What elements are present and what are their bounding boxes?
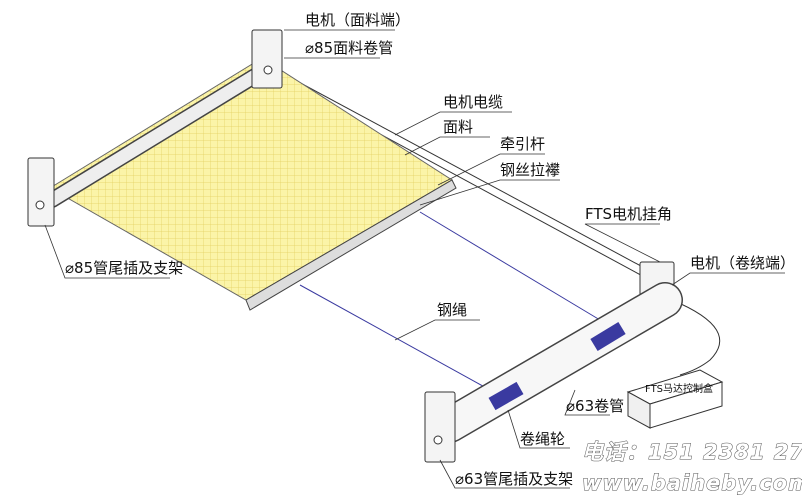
steel-rope xyxy=(299,211,601,391)
watermark-phone: 电话：151 2381 2705 xyxy=(582,440,802,464)
label-rope-wheel: 卷绳轮 xyxy=(520,430,565,448)
label-tube-63: ⌀63卷管 xyxy=(566,397,624,415)
tube-63-end-bracket xyxy=(424,391,456,463)
fabric-roller xyxy=(44,60,276,208)
rope-wheel xyxy=(488,322,626,411)
label-motor-fabric-end: 电机（面料端） xyxy=(305,11,410,29)
leader-lines xyxy=(44,29,785,489)
control-box-label: FTS马达控制盒 xyxy=(645,382,713,395)
tube-63 xyxy=(432,282,683,443)
motor-fabric-end-bracket xyxy=(251,29,283,89)
label-wire-tab: 钢丝拉襻 xyxy=(500,161,560,179)
pull-bar xyxy=(245,179,457,311)
label-fabric-tube-85: ⌀85面料卷管 xyxy=(305,39,393,57)
label-motor-winding-end: 电机（卷绕端） xyxy=(690,254,795,272)
label-pull-bar: 牵引杆 xyxy=(500,135,545,153)
watermark-website: www.baiheby.com xyxy=(582,471,802,495)
label-fabric: 面料 xyxy=(443,118,473,136)
label-tube-63-end: ⌀63管尾插及支架 xyxy=(455,470,573,488)
tube-85-end-bracket xyxy=(27,157,55,227)
label-steel-rope: 钢绳 xyxy=(437,301,467,319)
control-box: FTS马达控制盒 xyxy=(626,369,724,429)
label-motor-cable: 电机电缆 xyxy=(443,93,503,111)
label-fts-motor-bracket: FTS电机挂角 xyxy=(585,205,672,223)
label-tube-85-end: ⌀85管尾插及支架 xyxy=(65,259,183,277)
